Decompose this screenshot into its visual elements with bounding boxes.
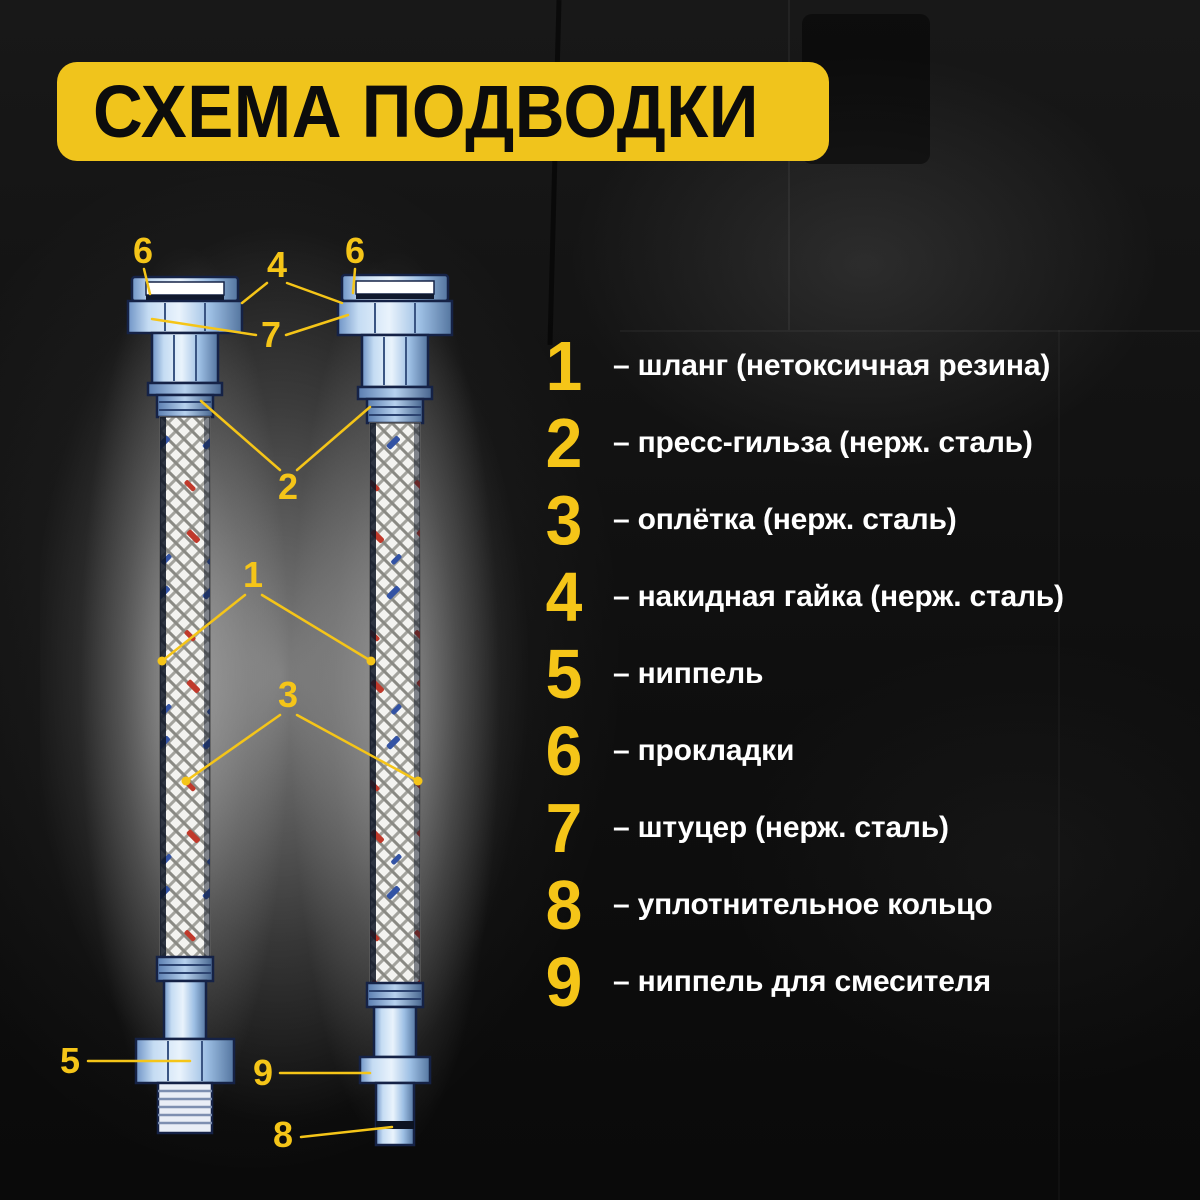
legend-item-number: 8 <box>545 865 583 944</box>
left-nipple-thread <box>156 1081 214 1135</box>
callout-braid: 3 <box>278 674 298 715</box>
callout-mixer-nipple: 9 <box>253 1052 273 1093</box>
legend-item: 2 – пресс-гильза (нерж. сталь) <box>537 404 1197 481</box>
legend-item: 9 – ниппель для смесителя <box>537 943 1197 1020</box>
right-press-sleeve-bottom <box>365 981 425 1009</box>
legend-item-number: 1 <box>545 326 583 405</box>
legend-item: 4 – накидная гайка (нерж. сталь) <box>537 558 1197 635</box>
hose-diagram: 6 4 6 7 2 1 3 5 9 8 <box>40 225 530 1155</box>
legend-item: 5 – ниппель <box>537 635 1197 712</box>
legend-item-number: 3 <box>545 480 583 559</box>
right-mixer-nipple-flange <box>358 1055 432 1085</box>
right-press-sleeve-top <box>365 397 425 425</box>
callout-gasket-left: 6 <box>133 230 153 271</box>
callout-numbers: 6 4 6 7 2 1 3 5 9 8 <box>60 230 365 1155</box>
legend-item-label: – ниппель <box>613 656 764 690</box>
right-collar <box>356 385 434 401</box>
left-nipple-body <box>162 979 208 1041</box>
tile-grout-line <box>788 0 790 330</box>
legend-item-label: – оплётка (нерж. сталь) <box>613 502 957 536</box>
legend-item-label: – штуцер (нерж. сталь) <box>613 810 949 844</box>
legend-item-number: 2 <box>545 403 583 482</box>
legend-item: 8 – уплотнительное кольцо <box>537 866 1197 943</box>
left-braided-body <box>159 416 211 958</box>
legend-item-number: 6 <box>545 711 583 790</box>
left-rubber-hose-wall <box>160 417 166 957</box>
legend-item-number: 9 <box>545 942 583 1021</box>
legend-item-label: – шланг (нетоксичная резина) <box>613 348 1051 382</box>
callout-dots <box>157 656 423 786</box>
tile-grout-line <box>620 330 1200 332</box>
left-collar <box>146 381 224 397</box>
right-mixer-nipple-body <box>372 1005 418 1059</box>
legend-item-number: 7 <box>545 788 583 867</box>
left-union-nut <box>126 299 244 335</box>
legend-item: 7 – штуцер (нерж. сталь) <box>537 789 1197 866</box>
left-rubber-hose-wall <box>204 417 210 957</box>
right-braided-body <box>369 422 421 984</box>
callout-press-sleeve: 2 <box>278 466 298 507</box>
legend-item: 3 – оплётка (нерж. сталь) <box>537 481 1197 558</box>
callout-gasket-right: 6 <box>345 230 365 271</box>
right-mixer-nipple-stem <box>374 1081 416 1147</box>
right-union-nut <box>336 299 454 337</box>
legend-item-label: – ниппель для смесителя <box>613 964 991 998</box>
legend-item-label: – уплотнительное кольцо <box>613 887 993 921</box>
right-rubber-hose-wall <box>414 423 420 983</box>
right-rubber-hose-wall <box>370 423 376 983</box>
right-union-nut-cap <box>340 273 450 303</box>
legend-item-label: – прокладки <box>613 733 795 767</box>
right-sealing-ring <box>376 1121 414 1129</box>
shower-cable-silhouette <box>547 0 562 346</box>
callout-fitting: 7 <box>261 314 281 355</box>
right-fitting-neck <box>360 333 430 389</box>
callout-lines <box>86 267 420 1139</box>
legend-item-number: 5 <box>545 634 583 713</box>
legend-item: 6 – прокладки <box>537 712 1197 789</box>
right-gasket <box>356 294 434 299</box>
callout-sealing-ring: 8 <box>273 1114 293 1155</box>
callout-union-nut: 4 <box>267 244 287 285</box>
title-banner: СХЕМА ПОДВОДКИ <box>57 62 829 161</box>
left-press-sleeve-bottom <box>155 955 215 983</box>
legend: 1 – шланг (нетоксичная резина) 2 – пресс… <box>537 327 1197 1020</box>
left-gasket <box>146 295 224 300</box>
left-hose-diagram <box>126 275 244 1135</box>
legend-item-number: 4 <box>545 557 583 636</box>
callout-hose: 1 <box>243 554 263 595</box>
left-fitting-neck <box>150 331 220 385</box>
legend-item: 1 – шланг (нетоксичная резина) <box>537 327 1197 404</box>
legend-item-label: – пресс-гильза (нерж. сталь) <box>613 425 1033 459</box>
left-press-sleeve-top <box>155 393 215 419</box>
page-title: СХЕМА ПОДВОДКИ <box>93 69 759 154</box>
callout-nipple: 5 <box>60 1040 80 1081</box>
right-hose-diagram <box>336 273 454 1147</box>
legend-item-label: – накидная гайка (нерж. сталь) <box>613 579 1064 613</box>
